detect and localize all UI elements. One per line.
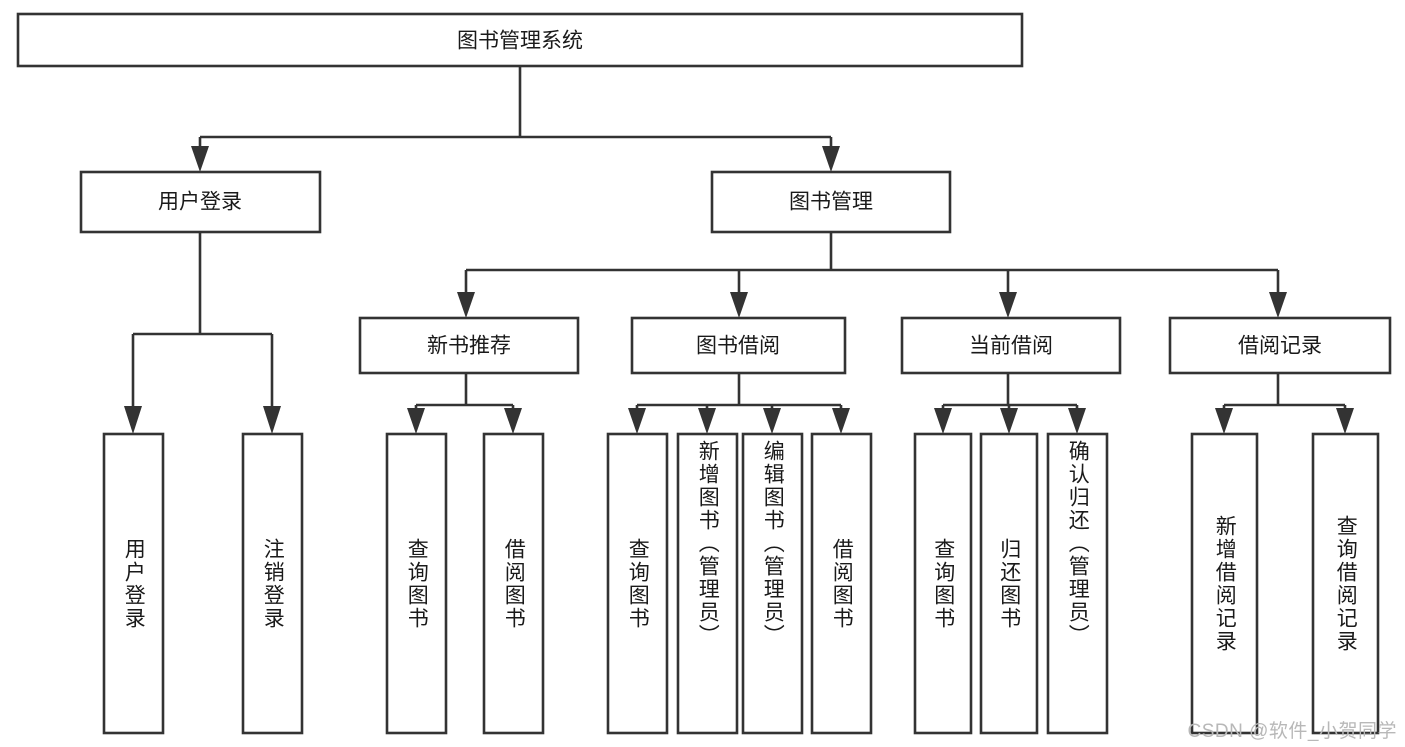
node-user-login-label: 用户登录 — [158, 191, 242, 214]
node-borrow-book-recommend-box[interactable] — [482, 432, 545, 735]
node-root-label: 图书管理系统 — [457, 30, 583, 53]
node-new-book-recommend-box[interactable] — [358, 316, 580, 375]
arrow-head-user-login-action — [124, 406, 142, 434]
arrow-head-current-borrow — [999, 292, 1017, 318]
arrow-head-query-borrow-record — [1336, 408, 1354, 434]
node-new-book-recommend[interactable]: 新书推荐 — [358, 316, 580, 375]
arrow-head-user-login — [191, 146, 209, 172]
node-book-borrow-label: 图书借阅 — [696, 335, 780, 358]
node-add-borrow-record-box[interactable] — [1190, 432, 1259, 735]
node-query-book-recommend-box[interactable] — [385, 432, 448, 735]
node-query-book-borrow-box[interactable] — [606, 432, 669, 735]
node-user-logout-action-box[interactable] — [241, 432, 304, 735]
node-root-box[interactable] — [16, 12, 1024, 68]
arrow-head-borrow-book-action — [832, 408, 850, 434]
node-add-book-admin-box[interactable] — [676, 432, 739, 735]
arrow-head-edit-book-admin — [763, 408, 781, 434]
arrow-head-confirm-return-admin — [1068, 408, 1086, 434]
node-new-book-recommend-label: 新书推荐 — [427, 335, 511, 358]
watermark-text: CSDN @软件_小贺同学 — [1187, 721, 1397, 742]
node-user-login[interactable]: 用户登录 — [79, 170, 322, 234]
node-return-book-box[interactable] — [979, 432, 1039, 735]
node-query-borrow-record-box[interactable] — [1311, 432, 1380, 735]
node-current-borrow[interactable]: 当前借阅 — [900, 316, 1122, 375]
node-borrow-book-action-box[interactable] — [810, 432, 873, 735]
node-query-book-current-box[interactable] — [913, 432, 973, 735]
node-edit-book-admin-box[interactable] — [741, 432, 804, 735]
node-current-borrow-label: 当前借阅 — [969, 335, 1053, 358]
node-book-manage[interactable]: 图书管理 — [710, 170, 952, 234]
arrow-head-query-book-recommend — [407, 408, 425, 434]
node-book-borrow-box[interactable] — [630, 316, 847, 375]
node-borrow-record[interactable]: 借阅记录 — [1168, 316, 1392, 375]
arrow-head-book-manage — [822, 146, 840, 172]
node-borrow-record-box[interactable] — [1168, 316, 1392, 375]
arrow-head-add-book-admin — [698, 408, 716, 434]
node-user-login-box[interactable] — [79, 170, 322, 234]
node-book-manage-box[interactable] — [710, 170, 952, 234]
leaf-boxes — [102, 432, 1380, 735]
arrow-head-user-logout-action — [263, 406, 281, 434]
arrow-head-query-book-borrow — [628, 408, 646, 434]
arrow-head-book-borrow — [730, 292, 748, 318]
arrow-head-query-book-current — [934, 408, 952, 434]
arrow-head-borrow-book-recommend — [504, 408, 522, 434]
node-confirm-return-admin-box[interactable] — [1046, 432, 1109, 735]
node-book-manage-label: 图书管理 — [789, 191, 873, 214]
arrow-head-new-book-recommend — [457, 292, 475, 318]
arrow-head-return-book — [1000, 408, 1018, 434]
connectors — [124, 66, 1354, 434]
node-root[interactable]: 图书管理系统 — [16, 12, 1024, 68]
node-borrow-record-label: 借阅记录 — [1238, 335, 1322, 358]
node-current-borrow-box[interactable] — [900, 316, 1122, 375]
node-user-login-action-box[interactable] — [102, 432, 165, 735]
arrow-head-borrow-record — [1269, 292, 1287, 318]
arrow-head-add-borrow-record — [1215, 408, 1233, 434]
node-book-borrow[interactable]: 图书借阅 — [630, 316, 847, 375]
